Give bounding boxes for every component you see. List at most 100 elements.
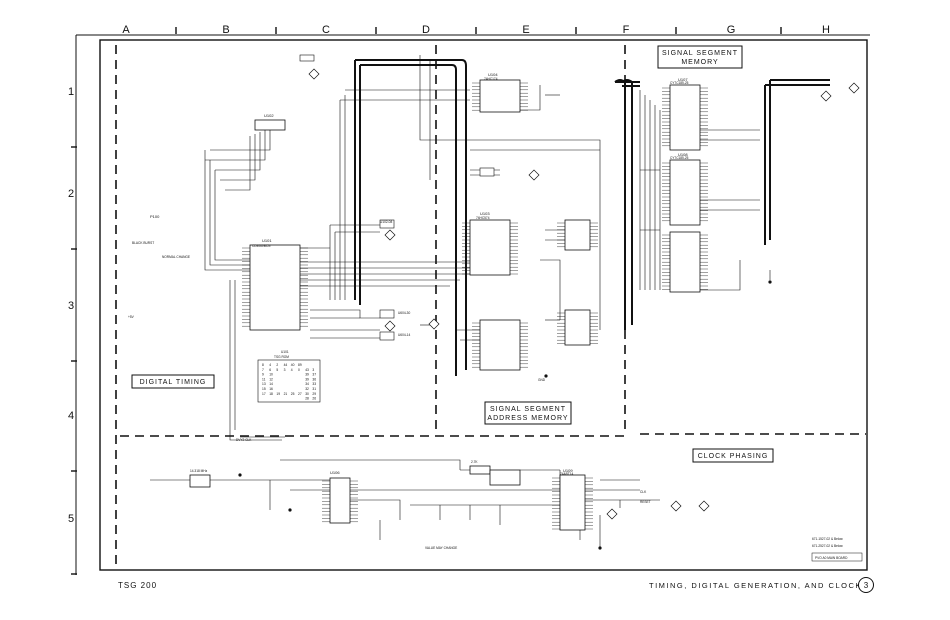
column-label-d: D xyxy=(422,24,430,36)
rom-cell: 25 xyxy=(291,392,295,396)
column-label-h: H xyxy=(822,24,830,36)
chip-latch-2 xyxy=(564,309,591,346)
column-label-e: E xyxy=(522,24,529,36)
small-gates xyxy=(299,54,495,341)
chip-u106: U106 xyxy=(329,470,351,524)
label-u604-30: U604-30 xyxy=(398,311,410,315)
rom-cell: 3 xyxy=(284,368,286,372)
column-label-a: A xyxy=(122,24,130,36)
reference-diamond xyxy=(848,82,860,94)
chip-addr2 xyxy=(479,319,521,371)
rom-cell: 33 xyxy=(312,382,316,386)
rom-cell: 26 xyxy=(312,397,316,401)
row-label-5: 5 xyxy=(68,513,74,525)
svg-text:P100: P100 xyxy=(150,214,160,219)
svg-text:74HC574: 74HC574 xyxy=(476,216,490,220)
rom-cell: 28 xyxy=(305,397,309,401)
svg-text:U106: U106 xyxy=(330,470,340,475)
pin-stubs xyxy=(242,82,708,530)
svg-text:U101: U101 xyxy=(262,238,272,243)
chip-u101: U101 CD4060BCN xyxy=(249,238,301,331)
rom-cell: 39 xyxy=(305,377,309,381)
footer-model: TSG 200 xyxy=(118,581,157,590)
chip-u108: U108 CY7C185-25 xyxy=(669,152,701,226)
rom-cell: 30 xyxy=(305,392,309,396)
signal-wires xyxy=(150,55,771,548)
svg-text:CD4060BCN: CD4060BCN xyxy=(252,244,271,248)
row-label-2: 2 xyxy=(68,188,74,200)
svg-text:BLACK BURST: BLACK BURST xyxy=(132,241,154,245)
footer-page-number: 3 xyxy=(864,581,869,590)
rom-cell: 17 xyxy=(262,392,266,396)
rom-cell: 5 xyxy=(276,368,278,372)
board-label: PVO A0 MAIN BOARD xyxy=(811,552,863,562)
chip-u102-connector: U102 xyxy=(254,113,286,131)
label-u604-14: U604-14 xyxy=(398,333,410,337)
chip-u104: U104 74HC174 xyxy=(479,72,521,113)
footer-page-badge: 3 xyxy=(858,577,874,593)
chip-u107: U107 CY7C185-25 xyxy=(669,77,701,151)
rom-cell: 27 xyxy=(298,392,302,396)
footer-title: TIMING, DIGITAL GENERATION, AND CLOCK xyxy=(649,581,862,590)
rom-cell: 34 xyxy=(305,382,309,386)
rom-cell: 21 xyxy=(284,392,288,396)
reference-diamonds xyxy=(308,68,860,520)
chip-u109: U109 74ABT14 xyxy=(559,468,586,531)
rom-cell: 12 xyxy=(269,377,273,381)
label-value-may-change: VALUE MAY CHANGE xyxy=(425,546,457,550)
rom-cell: 39 xyxy=(305,373,309,377)
crystal-f1: 14.318 MHz xyxy=(189,469,211,488)
row-label-3: 3 xyxy=(68,300,74,312)
column-label-g: G xyxy=(727,24,736,36)
rom-cell: 43 xyxy=(305,368,309,372)
section-title: CLOCK PHASING xyxy=(698,453,769,460)
rom-cell: 2 xyxy=(276,363,278,367)
chip-u3 xyxy=(669,231,701,293)
section-digital-timing: DIGITAL TIMING xyxy=(131,374,215,389)
chip-u103: U103 74HC574 xyxy=(469,211,511,276)
section-clock-phasing: CLOCK PHASING xyxy=(692,448,774,463)
rom-cell: 4 xyxy=(269,363,271,367)
svg-text:U107: U107 xyxy=(678,77,688,82)
rom-cell: 4 xyxy=(291,368,293,372)
chip-latch-1 xyxy=(564,219,591,251)
rom-cell: 10 xyxy=(269,373,273,377)
svg-text:U108: U108 xyxy=(678,152,688,157)
svg-text:U101: U101 xyxy=(281,350,289,354)
reference-diamond xyxy=(670,500,682,512)
reference-diamond xyxy=(308,68,320,80)
svg-text:U102: U102 xyxy=(264,113,274,118)
section-title-line1: SIGNAL SEGMENT xyxy=(490,406,566,413)
rom-cell: 18 xyxy=(269,392,273,396)
label-dvy-clk: DVY2 CLK xyxy=(236,438,252,442)
rom-cell: 29 xyxy=(312,392,316,396)
section-title-line2: ADDRESS MEMORY xyxy=(487,415,568,422)
column-label-b: B xyxy=(222,24,229,36)
rom-cell: 32 xyxy=(305,387,309,391)
rom-cell: 0 xyxy=(298,368,300,372)
note-1: 671-1527-02 & Below xyxy=(812,537,843,541)
rom-cell: 15 xyxy=(262,387,266,391)
rom-cell: 9 xyxy=(262,373,264,377)
label-gnd: GND xyxy=(538,378,546,382)
svg-text:CY7C185-25: CY7C185-25 xyxy=(670,81,689,85)
rom-cell: 37 xyxy=(312,373,316,377)
reference-diamond xyxy=(820,90,832,102)
inductor-block xyxy=(489,469,521,486)
reference-diamond xyxy=(428,318,440,330)
svg-text:U103: U103 xyxy=(480,211,490,216)
reference-diamond xyxy=(384,320,396,332)
resistor-r102: 2.7K xyxy=(469,460,491,475)
label-clk: CLK xyxy=(640,490,647,494)
rom-cell: 11 xyxy=(262,377,266,381)
rom-cell: 89 xyxy=(298,363,302,367)
bus-lines xyxy=(354,59,830,376)
rom-cell: 44 xyxy=(284,363,288,367)
section-dividers xyxy=(115,45,866,566)
svg-text:U104: U104 xyxy=(488,72,498,77)
